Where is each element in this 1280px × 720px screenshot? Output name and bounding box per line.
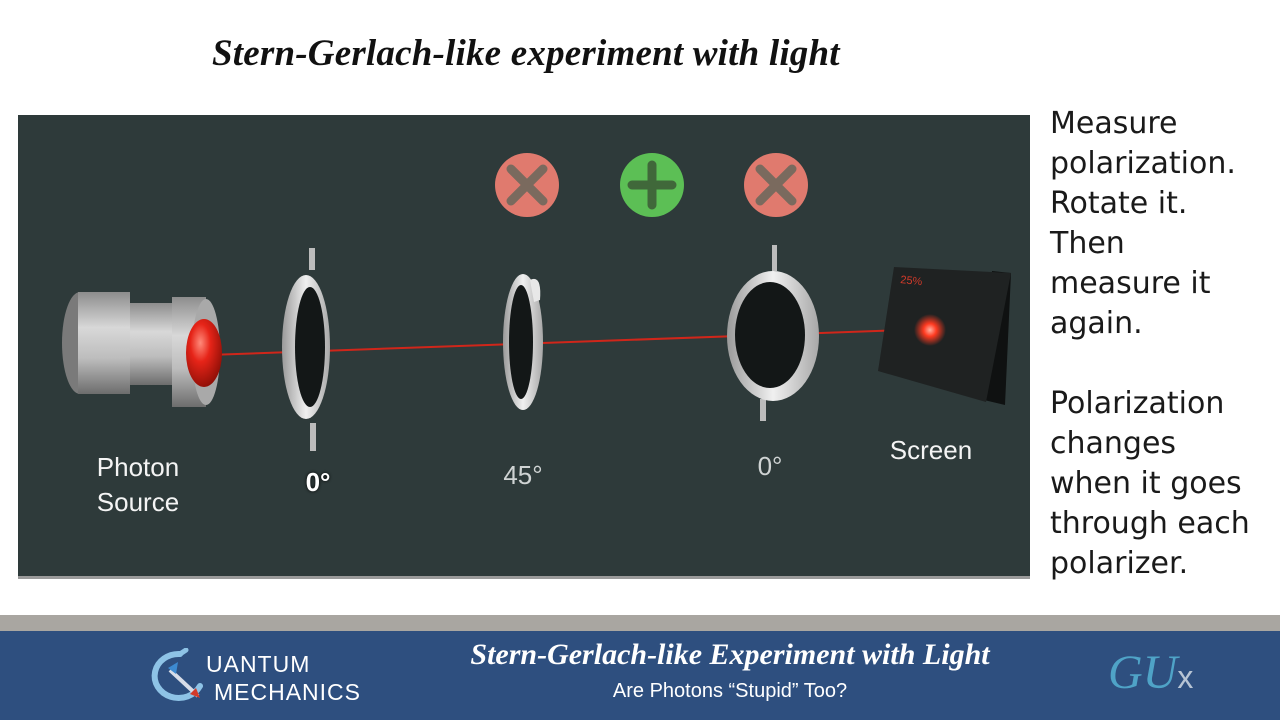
detector-screen[interactable] xyxy=(878,267,1011,405)
add-icon xyxy=(627,160,677,210)
add-polarizer-button[interactable] xyxy=(620,153,684,217)
quantum-mechanics-logo-icon xyxy=(151,648,203,701)
slide-title: Stern-Gerlach-like experiment with light xyxy=(212,33,840,74)
logo-line-1: UANTUM xyxy=(206,651,311,677)
polarizer-1[interactable] xyxy=(282,248,330,451)
remove-icon xyxy=(506,164,548,206)
polarizer-3[interactable] xyxy=(727,245,819,421)
screen-percent-label: 25% xyxy=(900,274,923,288)
footer-title: Stern-Gerlach-like Experiment with Light xyxy=(470,638,990,671)
polarizer-3-angle[interactable]: 0° xyxy=(757,451,783,481)
remove-polarizer-1-button[interactable] xyxy=(495,153,559,217)
remove-icon xyxy=(755,164,797,206)
simulation-scene: 25% xyxy=(62,153,1011,451)
side-notes-paragraph-1: Measure polarization. Rotate it. Then me… xyxy=(1050,106,1236,341)
polarizer-2-angle[interactable]: 45° xyxy=(503,460,543,490)
remove-polarizer-2-button[interactable] xyxy=(744,153,808,217)
polarizer-2[interactable] xyxy=(503,274,543,410)
photon-source[interactable] xyxy=(62,292,222,407)
polarizer-1-angle[interactable]: 0° xyxy=(305,467,331,497)
footer-subtitle: Are Photons “Stupid” Too? xyxy=(612,680,848,702)
photon-source-label: Photon Source xyxy=(96,452,180,517)
screen-label: Screen xyxy=(889,435,973,465)
logo-line-2: MECHANICS xyxy=(214,679,362,705)
simulation-panel: 25% Photon Source 0° 45° 0° Screen xyxy=(18,115,1030,579)
photon-hit-spot xyxy=(914,314,946,346)
footer-bar xyxy=(0,631,1280,720)
gux-logo: GUx xyxy=(1108,646,1194,699)
footer-divider xyxy=(0,615,1280,631)
side-notes-paragraph-2: Polarization changes when it goes throug… xyxy=(1050,386,1250,581)
source-emitter-icon xyxy=(186,319,222,387)
